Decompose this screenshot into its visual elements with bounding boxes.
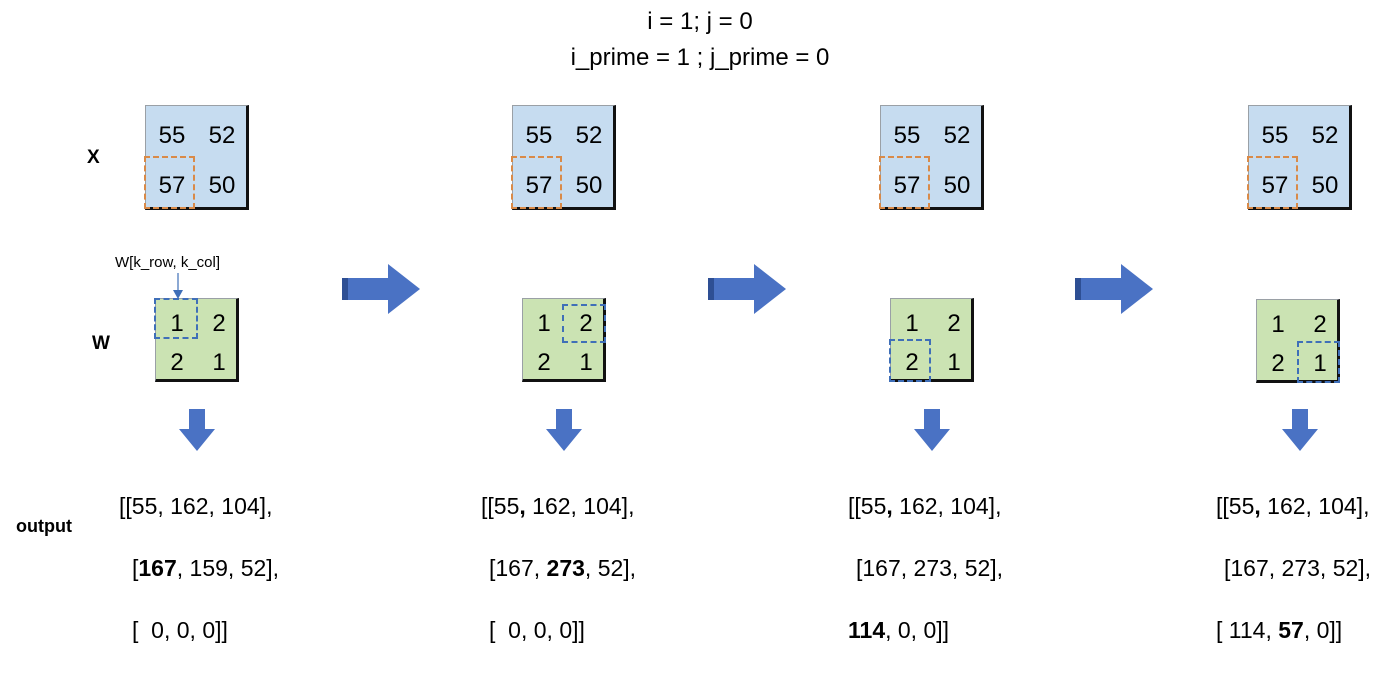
right-arrow-icon xyxy=(342,264,420,314)
w-cell: 2 xyxy=(212,310,226,337)
x-cell: 50 xyxy=(943,172,971,199)
x-cell: 52 xyxy=(208,122,236,149)
w-cell: 2 xyxy=(170,349,184,376)
w-matrix-step-2: 1 2 2 1 xyxy=(522,298,606,382)
w-kernel-highlight xyxy=(889,339,931,382)
w-cell: 1 xyxy=(170,310,184,337)
output-row-2: [167, 159, 52], xyxy=(132,555,280,581)
output-row-label: output xyxy=(16,516,72,536)
w-cell: 2 xyxy=(947,310,961,337)
annotation-pointer-icon xyxy=(173,273,183,299)
output-row-2: [167, 273, 52], xyxy=(1224,555,1372,581)
w-index-annotation: W[k_row, k_col] xyxy=(115,254,221,271)
output-row-1: [[55, 162, 104], xyxy=(848,493,1002,519)
title-line-1: i = 1; j = 0 xyxy=(647,8,753,35)
x-matrix-step-2: 55 52 57 50 xyxy=(512,105,616,210)
x-cell: 57 xyxy=(1261,172,1289,199)
x-cell: 55 xyxy=(525,122,553,149)
x-window-highlight xyxy=(144,156,195,209)
updated-value: 114 xyxy=(848,617,886,643)
x-cell: 50 xyxy=(1311,172,1339,199)
output-row-3: [ 114, 57, 0]] xyxy=(1216,617,1343,643)
output-row-1: [[55, 162, 104], xyxy=(481,493,635,519)
output-row-3: [ 0, 0, 0]] xyxy=(132,617,228,643)
x-cell: 55 xyxy=(158,122,186,149)
x-cell: 55 xyxy=(893,122,921,149)
x-cell: 50 xyxy=(208,172,236,199)
down-arrow-icon xyxy=(1282,409,1318,451)
x-cell: 57 xyxy=(158,172,186,199)
w-kernel-highlight xyxy=(562,304,606,343)
w-cell: 2 xyxy=(1313,311,1327,338)
x-row-label: X xyxy=(87,147,100,168)
w-cell: 1 xyxy=(537,310,551,337)
down-arrow-icon xyxy=(546,409,582,451)
w-row-label: W xyxy=(92,333,110,354)
w-cell: 1 xyxy=(1271,311,1285,338)
x-cell: 52 xyxy=(1311,122,1339,149)
output-row-1: [[55, 162, 104], xyxy=(1216,493,1370,519)
w-kernel-highlight xyxy=(154,298,198,339)
x-matrix-step-1: 55 52 57 50 xyxy=(145,105,249,210)
x-cell: 52 xyxy=(943,122,971,149)
w-cell: 1 xyxy=(1313,350,1327,377)
w-cell: 2 xyxy=(905,349,919,376)
w-cell: 2 xyxy=(1271,350,1285,377)
output-row-3: 114, 0, 0]] xyxy=(848,617,950,643)
w-cell: 1 xyxy=(579,349,593,376)
w-cell: 1 xyxy=(212,349,226,376)
x-cell: 55 xyxy=(1261,122,1289,149)
title-line-2: i_prime = 1 ; j_prime = 0 xyxy=(570,44,830,71)
output-row-1: [[55, 162, 104], xyxy=(119,493,273,519)
output-row-2: [167, 273, 52], xyxy=(489,555,637,581)
x-window-highlight xyxy=(511,156,562,209)
w-kernel-highlight xyxy=(1297,341,1340,383)
x-window-highlight xyxy=(1247,156,1298,209)
updated-value: 273 xyxy=(546,555,585,581)
w-cell: 1 xyxy=(947,349,961,376)
x-cell: 52 xyxy=(575,122,603,149)
output-matrix-step-2: [[55, 162, 104], [167, 273, 52], [ 0, 0,… xyxy=(481,460,636,677)
output-row-2: [167, 273, 52], xyxy=(856,555,1004,581)
output-row-3: [ 0, 0, 0]] xyxy=(489,617,585,643)
x-cell: 50 xyxy=(575,172,603,199)
updated-value: 167 xyxy=(138,555,177,581)
x-window-highlight xyxy=(879,156,930,209)
right-arrow-icon xyxy=(708,264,786,314)
x-cell: 57 xyxy=(893,172,921,199)
down-arrow-icon xyxy=(914,409,950,451)
down-arrow-icon xyxy=(179,409,215,451)
output-matrix-step-3: [[55, 162, 104], [167, 273, 52], 114, 0,… xyxy=(848,460,1003,677)
right-arrow-icon xyxy=(1075,264,1153,314)
w-cell: 2 xyxy=(579,310,593,337)
w-cell: 1 xyxy=(905,310,919,337)
w-cell: 2 xyxy=(537,349,551,376)
output-matrix-step-4: [[55, 162, 104], [167, 273, 52], [ 114, … xyxy=(1216,460,1371,677)
output-matrix-step-1: [[55, 162, 104], [167, 159, 52], [ 0, 0,… xyxy=(119,460,279,677)
updated-value: 57 xyxy=(1278,617,1304,643)
x-cell: 57 xyxy=(525,172,553,199)
